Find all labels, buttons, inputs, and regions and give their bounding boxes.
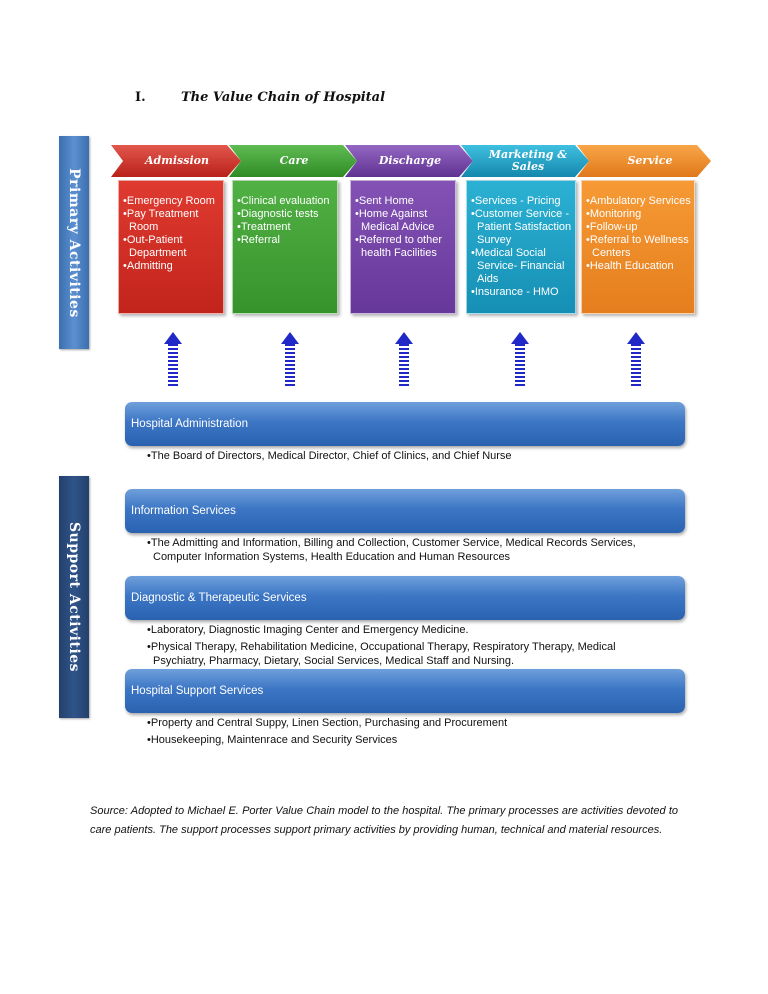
card-admission: Emergency Room Pay Treatment Room Out-Pa… <box>118 180 224 314</box>
list-item: •Laboratory, Diagnostic Imaging Center a… <box>147 624 469 636</box>
list-item: Diagnostic tests <box>237 208 334 221</box>
chevron-marketing-sales: Marketing & Sales <box>461 145 589 177</box>
card-discharge: Sent Home Home Against Medical Advice Re… <box>350 180 456 314</box>
list-item: Pay Treatment Room <box>123 208 220 234</box>
band-hospital-administration: Hospital Administration <box>125 402 685 446</box>
list-item: Admitting <box>123 260 220 273</box>
list-item: Services - Pricing <box>471 195 572 208</box>
band-information-services: Information Services <box>125 489 685 533</box>
list-item: Out-Patient Department <box>123 234 220 260</box>
sub-diagnostic-therapeutic: •Laboratory, Diagnostic Imaging Center a… <box>143 623 648 668</box>
up-arrow-icon <box>511 332 529 386</box>
list-item: Customer Service - Patient Satisfaction … <box>471 208 572 247</box>
sub-hospital-administration: •The Board of Directors, Medical Directo… <box>143 449 512 463</box>
list-item: Insurance - HMO <box>471 286 572 299</box>
list-item: Health Education <box>586 260 691 273</box>
up-arrow-icon <box>281 332 299 386</box>
list-item: •Property and Central Suppy, Linen Secti… <box>147 717 508 729</box>
list-item: •The Admitting and Information, Billing … <box>147 537 636 563</box>
list-item: Referral to Wellness Centers <box>586 234 691 260</box>
band-hospital-support: Hospital Support Services <box>125 669 685 713</box>
list-item: Monitoring <box>586 208 691 221</box>
list-item: •Housekeeping, Maintenrace and Security … <box>147 734 398 746</box>
chevron-admission: Admission <box>111 145 241 177</box>
list-item: Treatment <box>237 221 334 234</box>
band-diagnostic-therapeutic: Diagnostic & Therapeutic Services <box>125 576 685 620</box>
support-activities-label: Support Activities <box>66 521 82 673</box>
card-service: Ambulatory Services Monitoring Follow-up… <box>581 180 695 314</box>
list-item: •The Board of Directors, Medical Directo… <box>147 450 512 462</box>
list-item: Sent Home <box>355 195 452 208</box>
source-caption: Source: Adopted to Michael E. Porter Val… <box>90 805 678 836</box>
list-item: Medical Social Service- Financial Aids <box>471 247 572 286</box>
list-item: Referral <box>237 234 334 247</box>
chevron-discharge: Discharge <box>345 145 473 177</box>
card-care: Clinical evaluation Diagnostic tests Tre… <box>232 180 338 314</box>
list-item: •Physical Therapy, Rehabilitation Medici… <box>147 641 616 667</box>
sub-information-services: •The Admitting and Information, Billing … <box>143 536 658 564</box>
up-arrow-icon <box>395 332 413 386</box>
chevron-service: Service <box>577 145 711 177</box>
heading-number: I. <box>135 90 146 105</box>
list-item: Home Against Medical Advice <box>355 208 452 234</box>
list-item: Emergency Room <box>123 195 220 208</box>
list-item: Clinical evaluation <box>237 195 334 208</box>
chevron-care: Care <box>229 145 357 177</box>
sub-hospital-support: •Property and Central Suppy, Linen Secti… <box>143 716 507 747</box>
primary-activities-bar: Primary Activities <box>59 136 89 349</box>
list-item: Follow-up <box>586 221 691 234</box>
list-item: Ambulatory Services <box>586 195 691 208</box>
card-marketing-sales: Services - Pricing Customer Service - Pa… <box>466 180 576 314</box>
primary-activities-label: Primary Activities <box>66 167 82 318</box>
up-arrow-icon <box>164 332 182 386</box>
up-arrow-icon <box>627 332 645 386</box>
support-activities-bar: Support Activities <box>59 476 89 718</box>
heading-title: The Value Chain of Hospital <box>181 90 386 105</box>
list-item: Referred to other health Facilities <box>355 234 452 260</box>
